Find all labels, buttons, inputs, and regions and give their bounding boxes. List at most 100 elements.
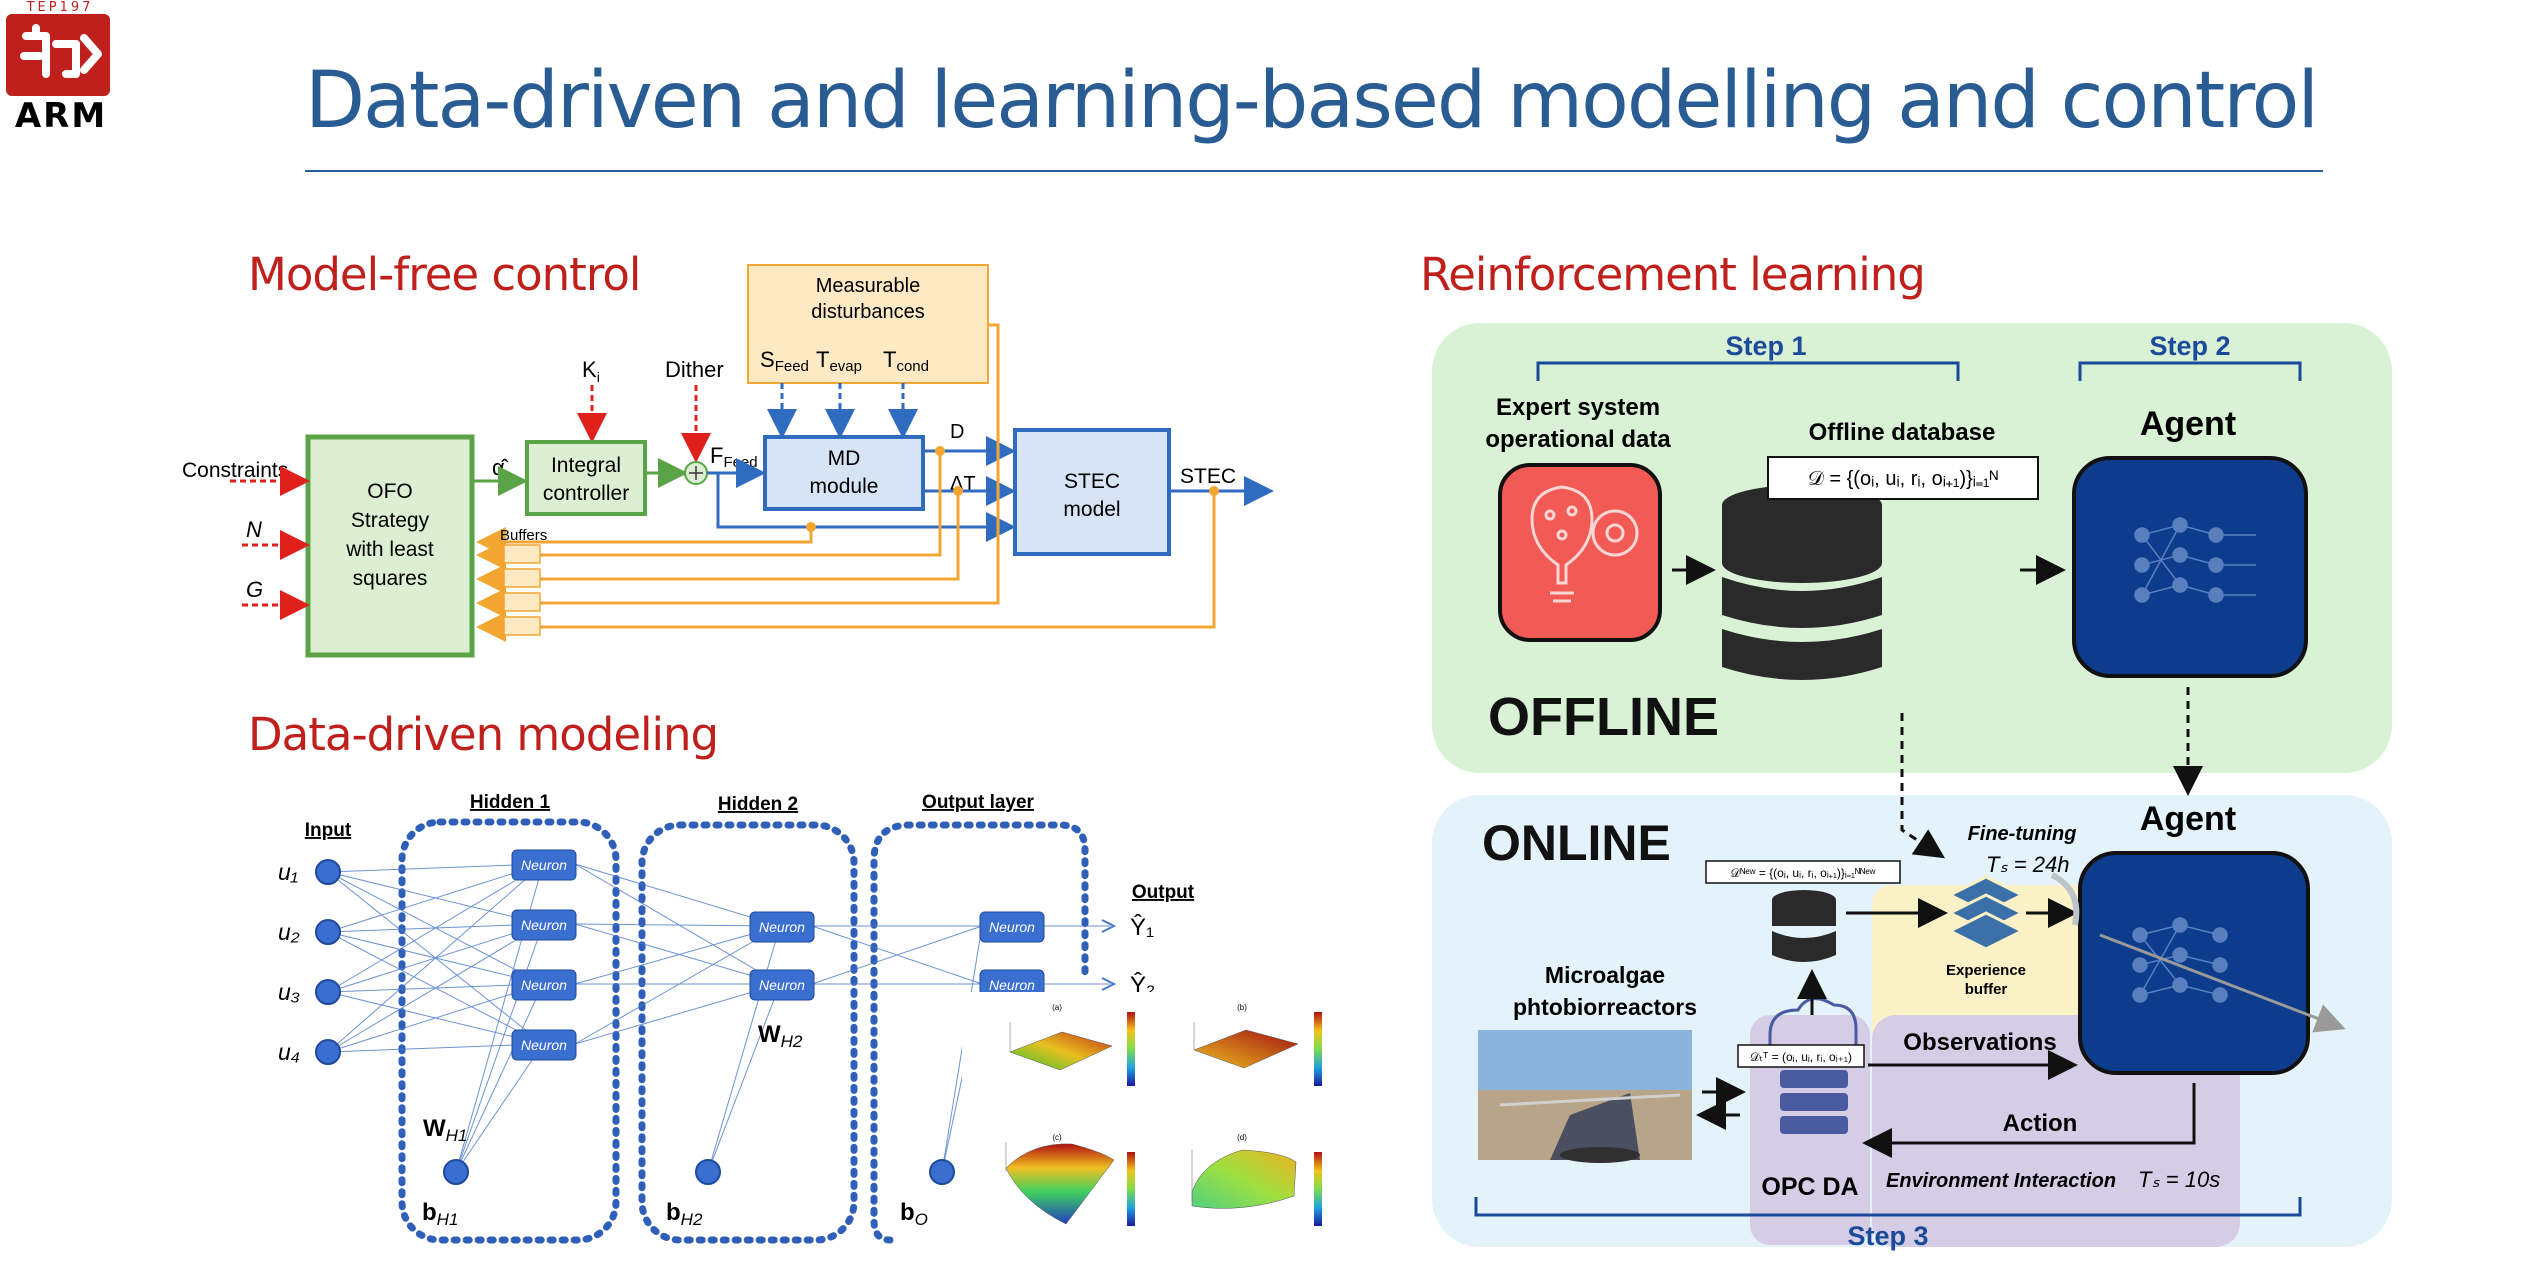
surface-panel-d: (d): [1191, 1133, 1322, 1226]
input-u1: u₁: [278, 859, 298, 885]
md-module-block: [763, 435, 925, 511]
panel-a-label: (a): [1052, 1003, 1062, 1012]
dt-dataset-formula: 𝒟ₜᵀ = (oᵢ, uᵢ, rᵢ, oᵢ₊₁): [1750, 1050, 1852, 1064]
new-dataset-box: [1705, 860, 1901, 884]
stec-model-line-1: STEC: [1064, 470, 1120, 493]
ts-10-label: Tₛ = 10s: [2138, 1167, 2220, 1192]
step2-label: Step 2: [2149, 331, 2230, 361]
rl-heading: Reinforcement learning: [1420, 248, 1926, 301]
environment-label: Environment Interaction: [1886, 1170, 2116, 1192]
input-node-3: [315, 979, 341, 1005]
layers-icon: [1946, 875, 2026, 951]
bo-label: bO: [900, 1199, 928, 1229]
input-nodes: u₁ u₂ u₃ u₄: [278, 859, 341, 1065]
dataset-formula: 𝒟 = {(oᵢ, uᵢ, rᵢ, oᵢ₊₁)}ᵢ₌₁ᴺ: [1808, 468, 1999, 490]
surface-plots: (a) (b) (c) (d): [962, 992, 1332, 1260]
experience-line-2: buffer: [1965, 981, 2008, 998]
out-neuron-1: [979, 911, 1045, 943]
experience-line-1: Experience: [1946, 962, 2026, 979]
disturbances-box: [747, 264, 989, 384]
panel-b-label: (b): [1237, 1003, 1247, 1012]
ofo-strategy-block: [305, 434, 475, 658]
logo-top-text: TEP197: [26, 0, 94, 15]
logo-text: ARM: [14, 96, 108, 136]
offline-db-title: Offline database: [1809, 419, 1996, 446]
input-u3: u₃: [278, 979, 300, 1005]
agent-offline-title: Agent: [2140, 405, 2236, 443]
g-label: G: [246, 577, 263, 602]
hidden2-header: Hidden 2: [718, 794, 798, 815]
constraints-label: Constraints: [182, 459, 288, 482]
dither-label: Dither: [665, 357, 724, 382]
stec-output-label: STEC: [1180, 465, 1236, 488]
agent-offline-box: [2072, 456, 2308, 678]
cloud-icon: [1768, 997, 1858, 1057]
integral-line-1: Integral: [551, 454, 621, 477]
ki-label: Ki: [582, 357, 600, 385]
h2-neuron-1: [749, 911, 815, 943]
offline-label: OFFLINE: [1488, 687, 1719, 747]
expert-line-2: operational data: [1485, 426, 1671, 453]
h2-neuron-1-label: Neuron: [759, 919, 805, 935]
disturbances-label-2: disturbances: [811, 301, 924, 323]
s-feed-label: SFeed: [760, 347, 809, 375]
opc-label: OPC DA: [1761, 1173, 1858, 1201]
bh2-label: bH2: [666, 1199, 703, 1229]
stec-model-block: [1013, 428, 1171, 556]
small-database-icon: [1772, 890, 1836, 962]
ofo-line-4: squares: [353, 567, 428, 590]
disturbances-label-1: Measurable: [816, 275, 921, 297]
n-label: N: [246, 517, 262, 542]
server-icon: [1780, 1070, 1848, 1134]
bias-node-h2: [695, 1159, 721, 1185]
input-node-1: [315, 859, 341, 885]
h1-neuron-1: [511, 849, 577, 881]
hidden1-frame: [398, 818, 620, 1244]
dt-dataset-box: [1737, 1044, 1865, 1068]
title-divider: [305, 170, 2323, 172]
bias-node-o: [929, 1159, 955, 1185]
agent-online-title: Agent: [2140, 800, 2236, 838]
panel-c-label: (c): [1052, 1133, 1062, 1142]
observations-label: Observations: [1903, 1029, 2056, 1056]
arm-logo: TEP197 ARM: [0, 0, 118, 136]
ofo-line-2: Strategy: [351, 509, 430, 532]
ofo-line-1: OFO: [367, 480, 413, 503]
bias-node-h1: [443, 1159, 469, 1185]
md-line-2: module: [810, 475, 879, 498]
out-neuron-2-label: Neuron: [989, 977, 1035, 993]
agent-online-box: [2078, 851, 2310, 1075]
md-line-1: MD: [828, 447, 861, 470]
data-driven-heading: Data-driven modeling: [248, 708, 719, 761]
dataset-formula-box: [1767, 456, 2039, 500]
logo-mark: [6, 14, 110, 96]
hidden2-neurons: Neuron Neuron: [749, 911, 815, 1001]
bh1-label: bH1: [422, 1199, 458, 1229]
input-u2: u₂: [278, 919, 300, 945]
d-label: D: [950, 421, 964, 443]
action-label: Action: [2003, 1110, 2078, 1137]
photobioreactor-photo: [1478, 1030, 1692, 1163]
integral-line-2: controller: [543, 482, 629, 505]
h1-neuron-1-label: Neuron: [521, 857, 567, 873]
panel-d-label: (d): [1237, 1133, 1247, 1142]
output-header: Output: [1132, 882, 1195, 903]
input-node-4: [315, 1039, 341, 1065]
wh1-label: WH1: [423, 1115, 467, 1145]
wh2-label: WH2: [758, 1021, 803, 1051]
h2-neuron-2-label: Neuron: [759, 977, 805, 993]
step1-label: Step 1: [1725, 331, 1806, 361]
surface-panel-b: (b): [1193, 1003, 1322, 1086]
output-frame: [870, 821, 1089, 1244]
database-icon: [1722, 485, 1882, 680]
neural-net-icon: [2134, 517, 2256, 603]
h1-neuron-2: [511, 909, 577, 941]
expert-line-1: Expert system: [1496, 394, 1660, 421]
neural-network-diagram: Input Hidden 1 Hidden 2 Output layer Out…: [278, 792, 1195, 1244]
output-layer-header: Output layer: [922, 792, 1035, 813]
model-free-heading: Model-free control: [248, 248, 641, 301]
microalgae-line-2: phtobiorreactors: [1513, 994, 1697, 1020]
alpha-label: α̂: [492, 455, 509, 480]
ts-24-label: Tₛ = 24h: [1986, 852, 2069, 877]
h1-neuron-3: [511, 969, 577, 1001]
